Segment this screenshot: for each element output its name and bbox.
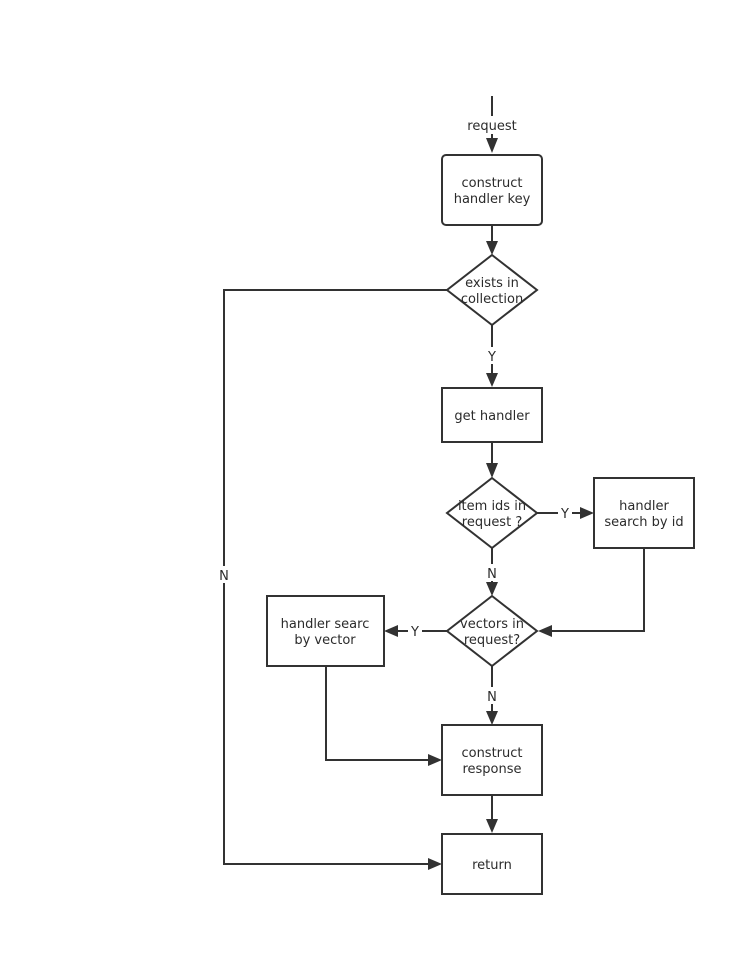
node-shape	[441, 724, 543, 796]
arrow-searchbyvector-to-response	[428, 754, 442, 766]
edge-label-vectors-no: N	[487, 690, 497, 705]
edge-label-exists-no: N	[219, 569, 229, 584]
arrow-request-in	[486, 138, 498, 153]
node-item-ids-in-request: item ids in request ?	[445, 476, 539, 550]
decision-shape	[445, 594, 539, 668]
node-shape	[441, 154, 543, 226]
node-get-handler: get handler	[441, 387, 543, 443]
node-label-line: response	[462, 762, 521, 777]
edge-label-request: request	[467, 119, 516, 134]
node-label-line: get handler	[454, 409, 530, 424]
edge-labels: request Y N Y N Y N	[216, 116, 572, 705]
edge-label-itemids-yes: Y	[560, 507, 569, 522]
node-shape	[441, 387, 543, 443]
edge-searchbyvector-to-response	[325, 666, 428, 761]
edge-label-itemids-no: N	[487, 567, 497, 582]
node-construct-handler-key: construct handler key	[441, 154, 543, 226]
arrow-response-to-return	[486, 819, 498, 833]
node-label-line: collection	[461, 292, 523, 307]
node-return: return	[441, 833, 543, 895]
arrow-itemids-yes	[580, 507, 594, 519]
node-shape	[266, 595, 385, 667]
node-label-line: by vector	[294, 633, 356, 648]
nodes: construct handler key exists in collecti…	[266, 154, 695, 895]
decision-shape	[445, 476, 539, 550]
edge-label-exists-yes: Y	[487, 350, 496, 365]
node-label-line: handler key	[454, 192, 531, 207]
node-label-line: handler	[619, 499, 669, 514]
node-handler-search-by-id: handler search by id	[593, 477, 695, 549]
node-exists-in-collection: exists in collection	[445, 253, 539, 327]
edge-exists-no	[223, 289, 447, 865]
decision-shape	[445, 253, 539, 327]
arrow-vectors-no	[486, 711, 498, 725]
node-label-line: return	[472, 858, 512, 873]
node-label-line: construct	[461, 746, 522, 761]
node-label-line: request?	[464, 633, 520, 648]
node-construct-response: construct response	[441, 724, 543, 796]
node-label-line: item ids in	[458, 499, 526, 514]
node-label-line: vectors in	[460, 617, 524, 632]
arrow-exists-no	[428, 858, 442, 870]
arrow-key-to-exists	[486, 241, 498, 255]
node-label-line: handler searc	[281, 617, 370, 632]
node-handler-search-by-vector: handler searc by vector	[266, 595, 385, 667]
arrow-exists-yes	[486, 373, 498, 387]
arrow-handler-to-itemids	[486, 463, 498, 478]
edge-searchbyid-to-vectors	[552, 548, 645, 632]
node-label-line: search by id	[604, 515, 683, 530]
node-shape	[441, 833, 543, 895]
arrow-searchbyid-to-vectors	[538, 625, 552, 637]
edge-label-vectors-yes: Y	[410, 625, 419, 640]
arrow-vectors-yes	[384, 625, 398, 637]
node-vectors-in-request: vectors in request?	[445, 594, 539, 668]
node-label-line: exists in	[465, 276, 519, 291]
edges	[223, 96, 645, 870]
node-label-line: request ?	[462, 515, 522, 530]
arrow-itemids-no	[486, 582, 498, 596]
node-shape	[593, 477, 695, 549]
node-label-line: construct	[461, 176, 522, 191]
